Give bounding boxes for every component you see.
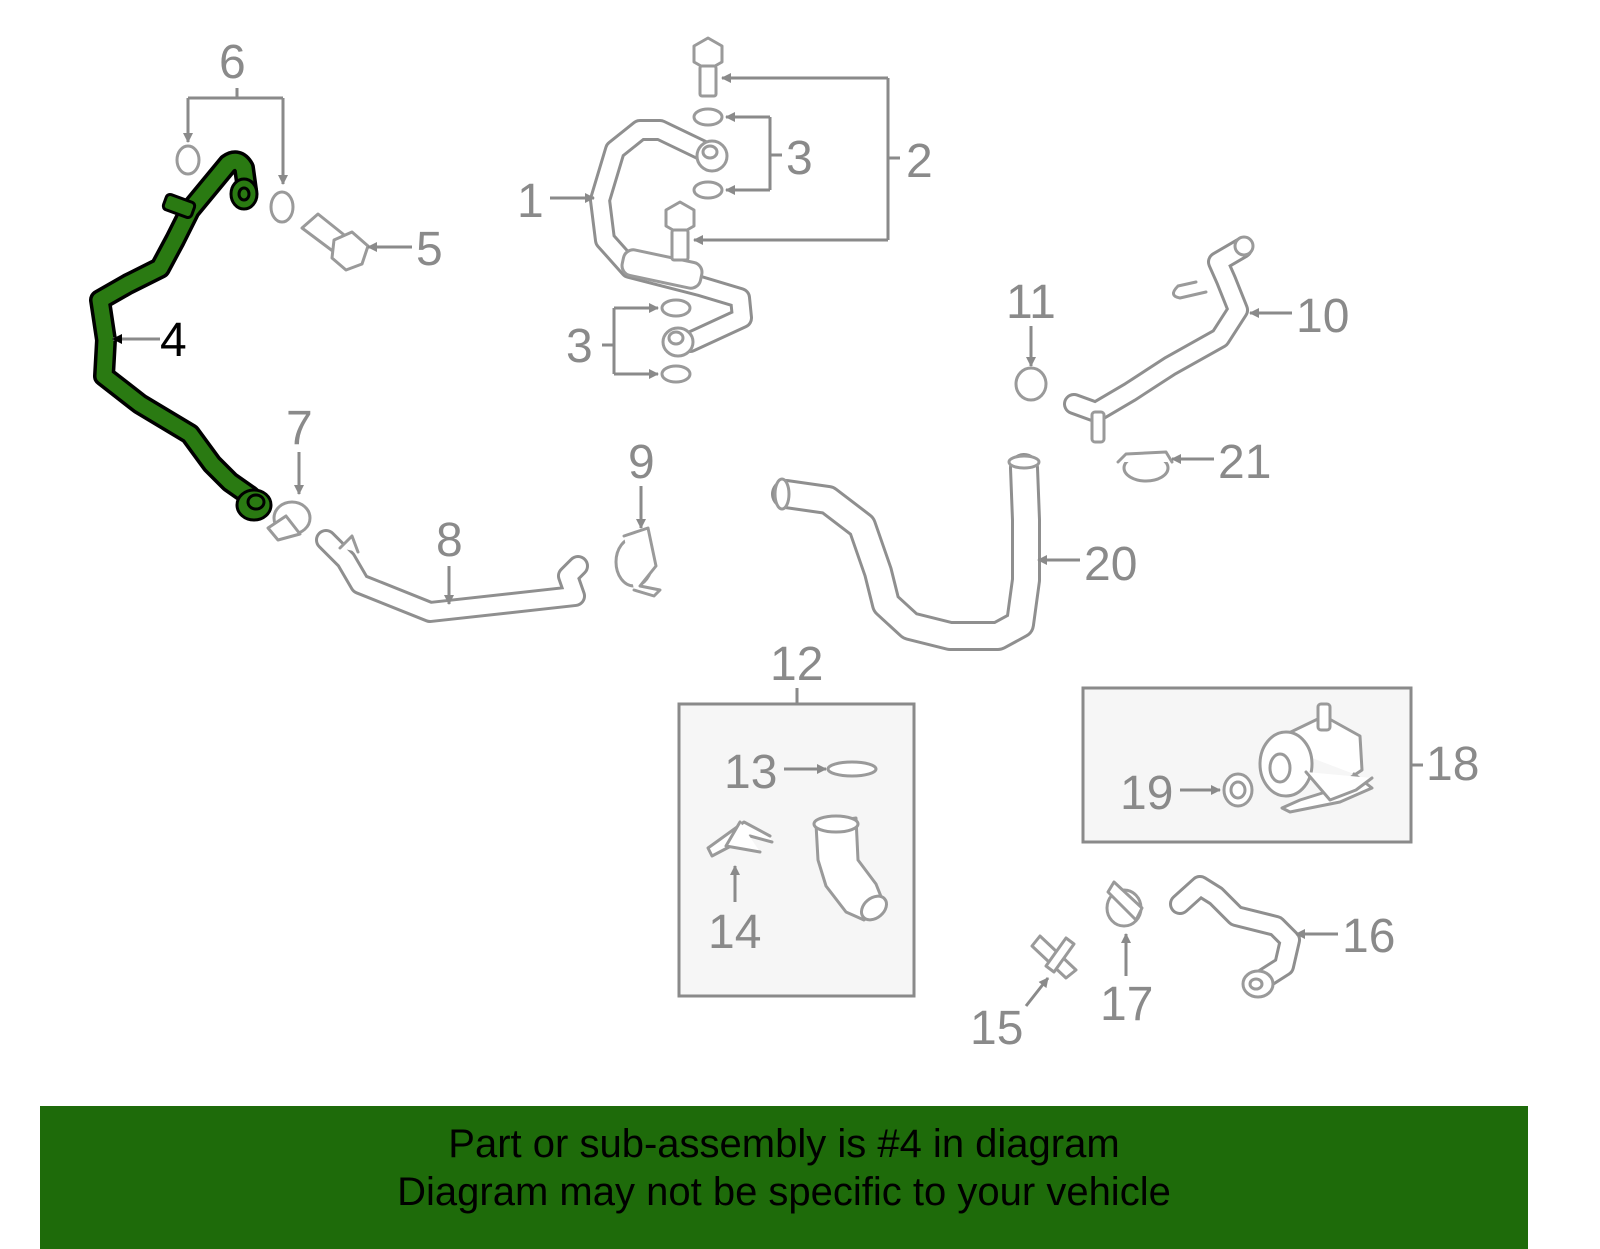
label-15: 15 xyxy=(970,1002,1023,1055)
part-5-fitting[interactable] xyxy=(300,212,370,272)
label-3b: 3 xyxy=(566,320,593,373)
label-12: 12 xyxy=(770,638,823,691)
part-10-pipe[interactable] xyxy=(1063,235,1255,444)
o-ring-3c[interactable] xyxy=(660,298,692,318)
label-9: 9 xyxy=(628,436,655,489)
part-21-clamp[interactable] xyxy=(1116,450,1174,483)
part-1-pipe[interactable] xyxy=(589,119,753,358)
part-2-bolts[interactable] xyxy=(664,36,724,262)
part-8-pipe[interactable] xyxy=(315,529,589,623)
label-18: 18 xyxy=(1426,738,1479,791)
label-20: 20 xyxy=(1084,538,1137,591)
part-4-pipe[interactable] xyxy=(89,150,273,522)
label-8: 8 xyxy=(436,514,463,567)
info-banner: Part or sub-assembly is #4 in diagram Di… xyxy=(40,1106,1528,1249)
part-18-valve[interactable] xyxy=(1258,702,1374,814)
label-3a: 3 xyxy=(786,132,813,185)
label-13: 13 xyxy=(724,746,777,799)
label-10: 10 xyxy=(1296,290,1349,343)
o-ring-11[interactable] xyxy=(1014,366,1048,402)
o-ring-3b[interactable] xyxy=(692,180,724,200)
part-7-clamp[interactable] xyxy=(266,500,312,542)
part-15-fitting[interactable] xyxy=(1030,934,1078,980)
part-20-hose[interactable] xyxy=(771,453,1041,651)
part-16-pipe[interactable] xyxy=(1169,875,1301,999)
o-ring-6a[interactable] xyxy=(175,144,201,176)
part-17-clamp[interactable] xyxy=(1105,880,1144,928)
banner-line-2: Diagram may not be specific to your vehi… xyxy=(397,1170,1171,1214)
label-14: 14 xyxy=(708,906,761,959)
label-4: 4 xyxy=(160,314,187,367)
label-7: 7 xyxy=(286,402,313,455)
label-1: 1 xyxy=(517,175,544,228)
o-ring-13[interactable] xyxy=(826,760,878,778)
kit-12-elbow[interactable] xyxy=(812,814,891,925)
label-5: 5 xyxy=(416,223,443,276)
label-19: 19 xyxy=(1120,767,1173,820)
label-16: 16 xyxy=(1342,910,1395,963)
o-ring-3a[interactable] xyxy=(692,107,724,127)
banner-line-1: Part or sub-assembly is #4 in diagram xyxy=(448,1122,1120,1166)
part-9-clamp[interactable] xyxy=(614,526,662,598)
label-2: 2 xyxy=(906,135,933,188)
label-21: 21 xyxy=(1218,436,1271,489)
label-17: 17 xyxy=(1100,978,1153,1031)
label-11: 11 xyxy=(1006,276,1056,329)
o-ring-3d[interactable] xyxy=(660,364,692,384)
seal-19-inner xyxy=(1229,780,1247,800)
o-ring-6b[interactable] xyxy=(269,190,295,224)
part-14-clip[interactable] xyxy=(706,820,774,858)
label-6: 6 xyxy=(219,36,246,89)
